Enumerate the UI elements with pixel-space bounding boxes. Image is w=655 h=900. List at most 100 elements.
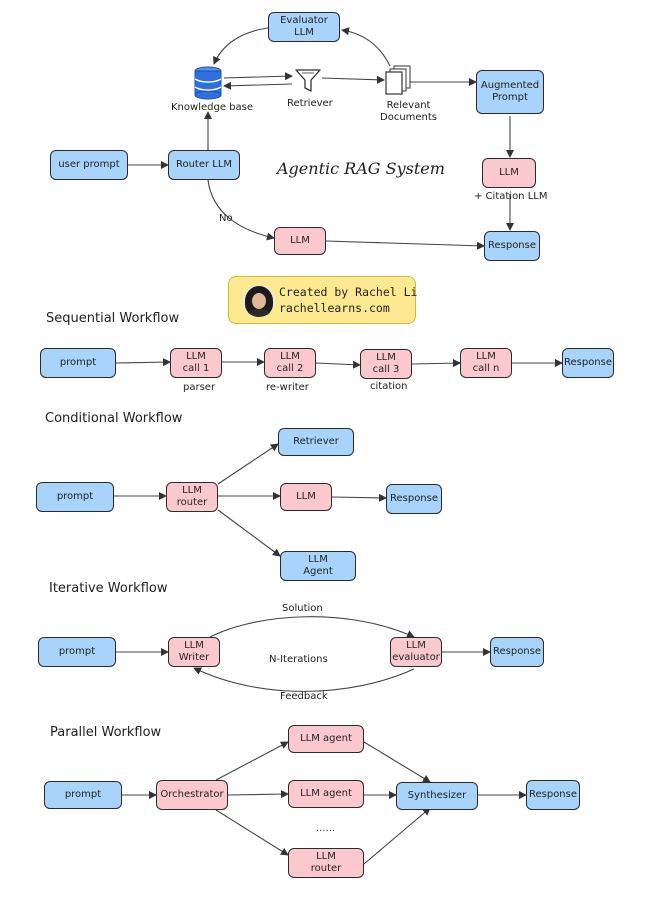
iterative-title: Iterative Workflow — [49, 581, 168, 596]
avatar — [243, 285, 275, 317]
knowledge-base-label: Knowledge base — [171, 102, 253, 113]
cond-router-line2: router — [176, 497, 208, 508]
seq-call-3-line2: call 3 — [372, 364, 400, 375]
cond-llm-label: LLM — [296, 491, 316, 502]
edge-evaluator-to-kb — [213, 27, 269, 65]
par-agent-2-node: LLM agent — [288, 780, 364, 808]
credit-badge: Created by Rachel Li rachellearns.com — [228, 276, 418, 324]
user-prompt-node: user prompt — [50, 150, 128, 180]
seq-response-node: Response — [562, 348, 614, 378]
no-branch-label: No — [219, 213, 233, 224]
edge-iter-solution — [209, 616, 415, 638]
cond-response-label: Response — [389, 493, 439, 504]
seq-call-n-node: LLM call n — [460, 348, 512, 378]
citation-llm-caption: + Citation LLM — [474, 191, 548, 202]
edge-par-router-synth — [363, 807, 431, 865]
par-ellipsis: ...... — [316, 823, 336, 834]
cond-prompt-node: prompt — [36, 482, 114, 512]
retriever-label: Retriever — [287, 98, 333, 109]
seq-call-1-caption: parser — [183, 382, 216, 393]
seq-call-3-node: LLM call 3 — [360, 349, 412, 379]
user-prompt-label: user prompt — [58, 159, 120, 170]
iter-writer-line2: Writer — [178, 652, 210, 663]
seq-call-n-line1: LLM — [476, 351, 496, 362]
edge-seq-call2-call3 — [315, 360, 361, 369]
edge-par-agent1-synth — [363, 741, 431, 783]
edge-seq-prompt-call1 — [115, 358, 171, 367]
cond-router-node: LLM router — [166, 482, 218, 512]
seq-call-1-line1: LLM — [186, 351, 206, 362]
citation-llm-node: LLM — [482, 158, 536, 188]
seq-prompt-label: prompt — [59, 357, 97, 368]
cond-agent-line1: LLM — [308, 554, 328, 565]
credit-author: Created by Rachel Li — [279, 285, 418, 299]
iter-response-node: Response — [490, 637, 544, 667]
rag-response-node: Response — [484, 231, 540, 261]
augmented-prompt-node: Augmented Prompt — [476, 70, 544, 114]
par-agent-2-label: LLM agent — [300, 788, 352, 799]
database-icon — [194, 66, 222, 100]
relevant-documents-line2: Documents — [380, 112, 438, 123]
seq-call-1-line2: call 1 — [182, 363, 210, 374]
citation-llm-label: LLM — [499, 167, 519, 178]
iter-feedback-label: Feedback — [280, 691, 328, 702]
cond-router-line1: LLM — [182, 485, 202, 496]
sequential-title: Sequential Workflow — [46, 311, 180, 326]
page-title: Agentic RAG System — [277, 159, 445, 178]
seq-call-2-line2: call 2 — [276, 363, 304, 374]
par-orchestrator-label: Orchestrator — [160, 789, 224, 800]
cond-retriever-label: Retriever — [293, 436, 339, 447]
iter-writer-line1: LLM — [184, 640, 204, 651]
iter-prompt-label: prompt — [58, 646, 96, 657]
cond-retriever-node: Retriever — [278, 428, 354, 456]
direct-llm-label: LLM — [290, 235, 310, 246]
evaluator-llm-line2: LLM — [294, 27, 314, 38]
router-llm-node: Router LLM — [168, 150, 240, 180]
par-synthesizer-label: Synthesizer — [407, 790, 467, 801]
iter-writer-node: LLM Writer — [168, 637, 220, 667]
edge-llm-to-response — [325, 240, 485, 250]
par-agent-1-node: LLM agent — [288, 725, 364, 753]
documents-icon — [385, 65, 411, 95]
par-prompt-node: prompt — [44, 781, 122, 809]
relevant-documents-line1: Relevant — [386, 100, 431, 111]
seq-call-1-node: LLM call 1 — [170, 348, 222, 378]
seq-prompt-node: prompt — [40, 348, 116, 378]
cond-agent-line2: Agent — [303, 566, 333, 577]
iter-evaluator-line2: evaluator — [392, 652, 440, 663]
seq-call-2-caption: re-writer — [266, 382, 309, 393]
funnel-icon — [295, 69, 321, 92]
router-llm-label: Router LLM — [175, 159, 233, 170]
edge-cond-router-agent — [217, 509, 281, 557]
evaluator-llm-node: Evaluator LLM — [268, 12, 340, 42]
edge-docs-to-evaluator — [341, 27, 391, 67]
cond-response-node: Response — [386, 484, 442, 514]
rag-response-label: Response — [487, 240, 537, 251]
par-prompt-label: prompt — [64, 789, 102, 800]
cond-prompt-label: prompt — [56, 491, 94, 502]
parallel-title: Parallel Workflow — [50, 725, 162, 740]
iter-solution-label: Solution — [282, 603, 323, 614]
edge-par-orch-agent1 — [215, 741, 289, 781]
credit-website: rachellearns.com — [279, 301, 390, 315]
direct-llm-node: LLM — [274, 227, 326, 255]
edge-kb-to-retriever — [223, 72, 293, 81]
edge-cond-router-retriever — [217, 443, 279, 485]
par-agent-1-label: LLM agent — [300, 733, 352, 744]
cond-llm-node: LLM — [280, 483, 332, 511]
seq-call-n-line2: call n — [472, 363, 500, 374]
iter-prompt-node: prompt — [38, 637, 116, 667]
augmented-prompt-line2: Prompt — [492, 92, 528, 103]
iter-iterations-label: N-Iterations — [269, 654, 328, 665]
par-response-node: Response — [526, 780, 580, 810]
seq-call-2-line1: LLM — [280, 351, 300, 362]
par-response-label: Response — [528, 789, 578, 800]
evaluator-llm-line1: Evaluator — [280, 15, 328, 26]
augmented-prompt-line1: Augmented — [480, 80, 540, 91]
iter-evaluator-node: LLM evaluator — [390, 637, 442, 667]
relevant-documents-label: Relevant Documents — [380, 100, 437, 124]
par-router-line1: LLM — [316, 851, 336, 862]
edge-seq-call3-calln — [411, 359, 461, 368]
